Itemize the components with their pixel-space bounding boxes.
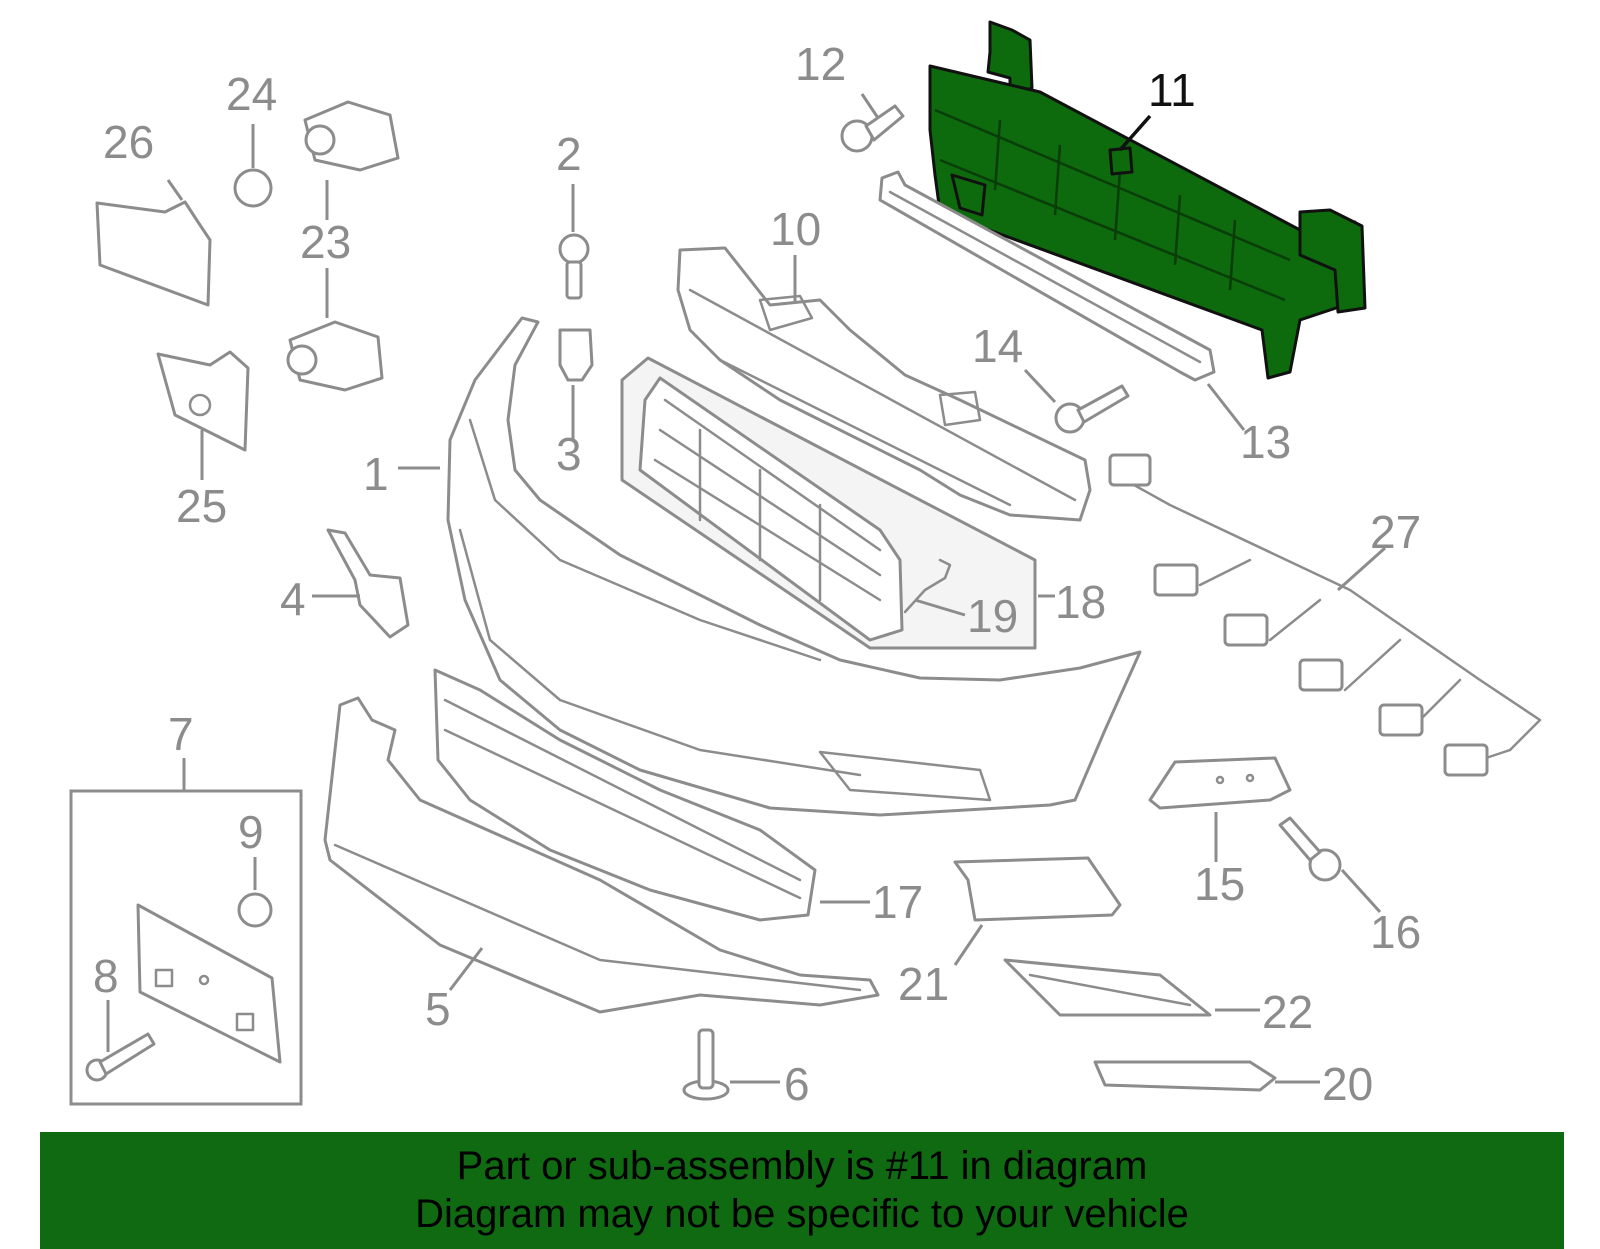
part-7-license-plate-group[interactable] (69, 789, 303, 1106)
info-banner: Part or sub-assembly is #11 in diagram D… (40, 1132, 1564, 1249)
callout-4: 4 (280, 573, 306, 625)
callout-17: 17 (872, 876, 923, 928)
callout-9: 9 (238, 806, 264, 858)
leader-lines (106, 93, 1386, 1084)
callout-20: 20 (1322, 1058, 1373, 1110)
callout-25: 25 (176, 480, 227, 532)
callout-8: 8 (93, 950, 119, 1002)
part-16-bolt[interactable] (1278, 816, 1342, 882)
part-13-absorber-strip[interactable] (878, 170, 1216, 382)
callout-5: 5 (425, 983, 451, 1035)
callout-1: 1 (363, 448, 389, 500)
callout-6: 6 (784, 1058, 810, 1110)
part-1-bumper-cover[interactable] (446, 316, 1142, 817)
part-17-lower-grille[interactable] (433, 668, 817, 922)
callout-15: 15 (1194, 858, 1245, 910)
callout-2: 2 (556, 128, 582, 180)
callout-23: 23 (300, 216, 351, 268)
part-27-wiring-harness[interactable] (1108, 453, 1542, 777)
part-24-plug[interactable] (233, 168, 273, 208)
callout-14: 14 (972, 320, 1023, 372)
callout-labels: 1 2 3 4 5 6 7 8 9 10 11 12 13 14 15 16 1… (93, 38, 1421, 1110)
callout-26: 26 (103, 116, 154, 168)
part-4-sensor[interactable] (326, 528, 410, 639)
callout-18: 18 (1055, 576, 1106, 628)
callout-12: 12 (795, 38, 846, 90)
callout-11: 11 (1148, 64, 1196, 116)
part-26-bracket[interactable] (95, 200, 212, 307)
part-2-bolt[interactable] (558, 233, 590, 300)
part-15-reflector[interactable] (1148, 756, 1292, 810)
callout-10: 10 (770, 203, 821, 255)
banner-line-1: Part or sub-assembly is #11 in diagram (456, 1144, 1148, 1188)
part-20-trim-strip[interactable] (1093, 1060, 1277, 1092)
part-23-sensor-lower[interactable] (286, 320, 384, 392)
part-14-bolt[interactable] (1054, 384, 1130, 434)
part-10-energy-absorber[interactable] (676, 246, 1092, 522)
part-12-bolt[interactable] (840, 104, 905, 153)
part-18-grille-assembly[interactable] (620, 356, 1037, 650)
part-5-lower-spoiler[interactable] (323, 696, 880, 1014)
callout-7: 7 (168, 708, 194, 760)
part-22-trim[interactable] (1003, 958, 1212, 1017)
part-11-reinforcement-bar[interactable] (928, 20, 1367, 380)
part-3-clip-nut[interactable] (558, 328, 594, 382)
callout-21: 21 (898, 958, 949, 1010)
callout-27: 27 (1370, 506, 1421, 558)
part-23-sensor-upper[interactable] (303, 100, 400, 172)
callout-22: 22 (1262, 986, 1313, 1038)
callout-3: 3 (556, 428, 582, 480)
part-6-pin[interactable] (682, 1028, 730, 1101)
callout-16: 16 (1370, 906, 1421, 958)
callout-19: 19 (967, 590, 1018, 642)
callout-13: 13 (1240, 416, 1291, 468)
part-21-bracket[interactable] (953, 856, 1122, 922)
part-25-bracket[interactable] (156, 350, 250, 452)
banner-line-2: Diagram may not be specific to your vehi… (415, 1192, 1189, 1236)
callout-24: 24 (226, 68, 277, 120)
part-19-wire[interactable] (903, 558, 952, 614)
